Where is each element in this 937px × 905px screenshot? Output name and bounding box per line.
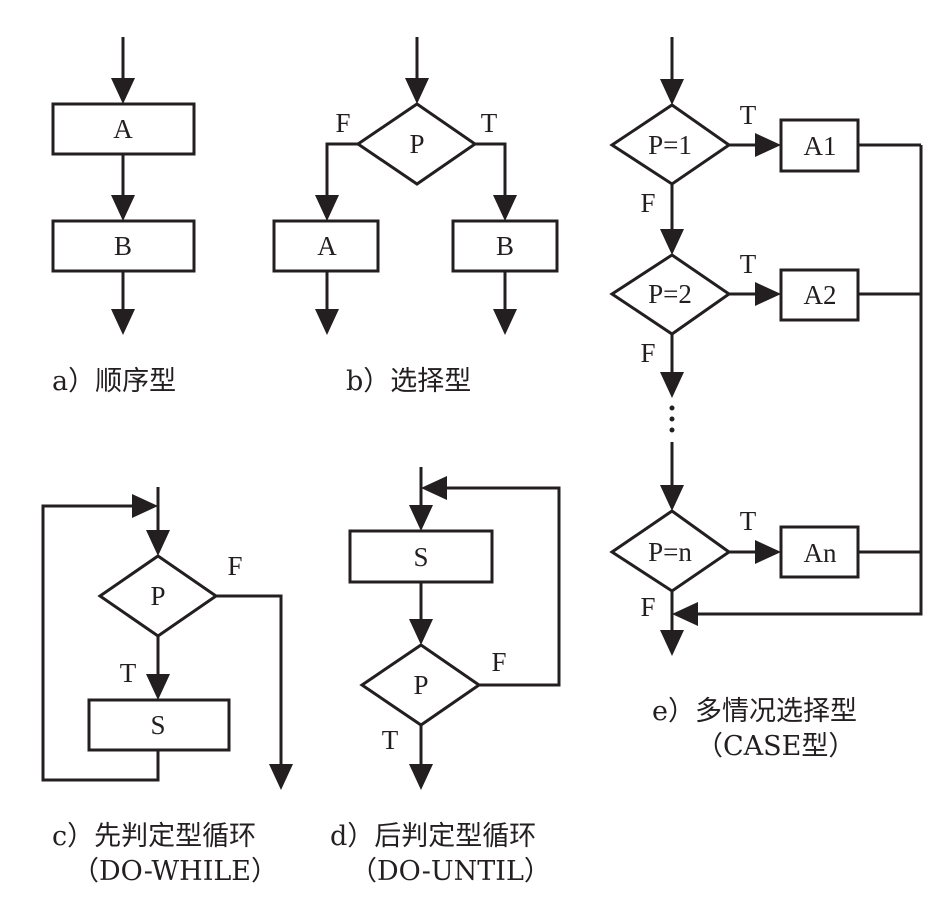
- loop-back-line: [41, 504, 160, 782]
- arrowhead-icon: [315, 309, 339, 335]
- process-label-a: A: [113, 114, 133, 144]
- false-branch-label: F: [640, 188, 655, 218]
- false-branch-label: F: [491, 647, 506, 677]
- case-condition-label: P=2: [648, 279, 692, 309]
- case-condition-label: P=1: [648, 130, 692, 160]
- arrowhead-icon: [660, 485, 684, 511]
- loop-body-box: [348, 529, 494, 584]
- arrowhead-icon: [409, 619, 433, 645]
- panel-a-sequence: A B a）顺序型: [51, 37, 196, 397]
- arrowhead-icon: [405, 78, 429, 104]
- process-label-b: B: [496, 231, 514, 261]
- loop-body-label: S: [150, 710, 165, 740]
- merge-bus-line: [686, 145, 923, 616]
- arrowhead-icon: [421, 476, 447, 500]
- true-branch-label: T: [120, 658, 137, 688]
- arrowhead-icon: [493, 309, 517, 335]
- arrowhead-icon: [755, 540, 781, 564]
- subcaption-e: （CASE型）: [696, 731, 855, 762]
- arrowhead-icon: [111, 78, 135, 104]
- process-box-b: [51, 219, 196, 273]
- arrowhead-icon: [409, 764, 433, 790]
- arrowhead-icon: [146, 530, 170, 556]
- case-action-label: A1: [804, 131, 837, 161]
- false-branch-label: F: [640, 338, 655, 368]
- arrowhead-icon: [493, 195, 517, 221]
- case-action-label: An: [804, 538, 837, 568]
- panel-b-selection: P F T A B b）选择型: [272, 37, 559, 397]
- true-branch-label: T: [740, 249, 757, 279]
- loop-body-label: S: [413, 542, 428, 572]
- process-box-b: [451, 219, 559, 273]
- panel-c-do-while: P F T S c）先判定型循环 （DO-WHILE）: [41, 487, 293, 887]
- arrowhead-icon: [672, 602, 698, 626]
- case-action-box: [779, 525, 860, 579]
- arrowhead-icon: [660, 630, 684, 656]
- ellipsis-icon: [669, 405, 675, 433]
- loop-body-box: [87, 698, 231, 752]
- arrowhead-icon: [111, 309, 135, 335]
- arrowhead-icon: [409, 505, 433, 531]
- case-action-label: A2: [804, 280, 837, 310]
- caption-a: a）顺序型: [52, 366, 176, 397]
- arrowhead-icon: [132, 494, 158, 518]
- arrowhead-icon: [111, 195, 135, 221]
- decision-diamond: [355, 102, 478, 186]
- arrowhead-icon: [660, 229, 684, 255]
- true-branch-label: T: [481, 108, 498, 138]
- caption-c: c）先判定型循环: [52, 821, 256, 852]
- true-branch-label: T: [740, 506, 757, 536]
- caption-d: d）后判定型循环: [330, 821, 536, 852]
- subcaption-d: （DO-UNTIL）: [350, 856, 551, 887]
- false-exit-line: [216, 594, 283, 777]
- caption-e: e）多情况选择型: [652, 696, 857, 727]
- process-box-a: [272, 219, 380, 273]
- caption-b: b）选择型: [346, 366, 471, 397]
- arrowhead-icon: [755, 282, 781, 306]
- arrowhead-icon: [660, 372, 684, 398]
- case-n: P=n T An F: [609, 506, 921, 622]
- case-condition-label: P=n: [648, 537, 692, 567]
- decision-label: P: [150, 581, 165, 611]
- false-branch-label: F: [640, 592, 655, 622]
- arrowhead-icon: [660, 79, 684, 105]
- decision-label: P: [409, 129, 424, 159]
- process-label-b: B: [114, 231, 132, 261]
- process-label-a: A: [317, 231, 337, 261]
- decision-label: P: [413, 670, 428, 700]
- arrowhead-icon: [755, 133, 781, 157]
- true-branch-line: [475, 142, 507, 208]
- arrowhead-icon: [315, 195, 339, 221]
- false-branch-label: F: [335, 108, 350, 138]
- true-branch-label: T: [740, 100, 757, 130]
- true-branch-label: T: [382, 725, 399, 755]
- case-2: P=2 T A2 F: [609, 249, 921, 398]
- arrowhead-icon: [146, 674, 170, 700]
- loop-back-line: [435, 486, 561, 687]
- arrowhead-icon: [269, 764, 293, 790]
- false-branch-line: [325, 142, 358, 208]
- case-1: P=1 T A1 F: [609, 100, 921, 255]
- subcaption-c: （DO-WHILE）: [72, 856, 278, 887]
- panel-d-do-until: S P F T d）后判定型循环 （DO-UNTIL）: [330, 467, 561, 887]
- false-branch-label: F: [227, 551, 242, 581]
- panel-e-case: P=1 T A1 F P=2 T A2 F: [609, 37, 923, 762]
